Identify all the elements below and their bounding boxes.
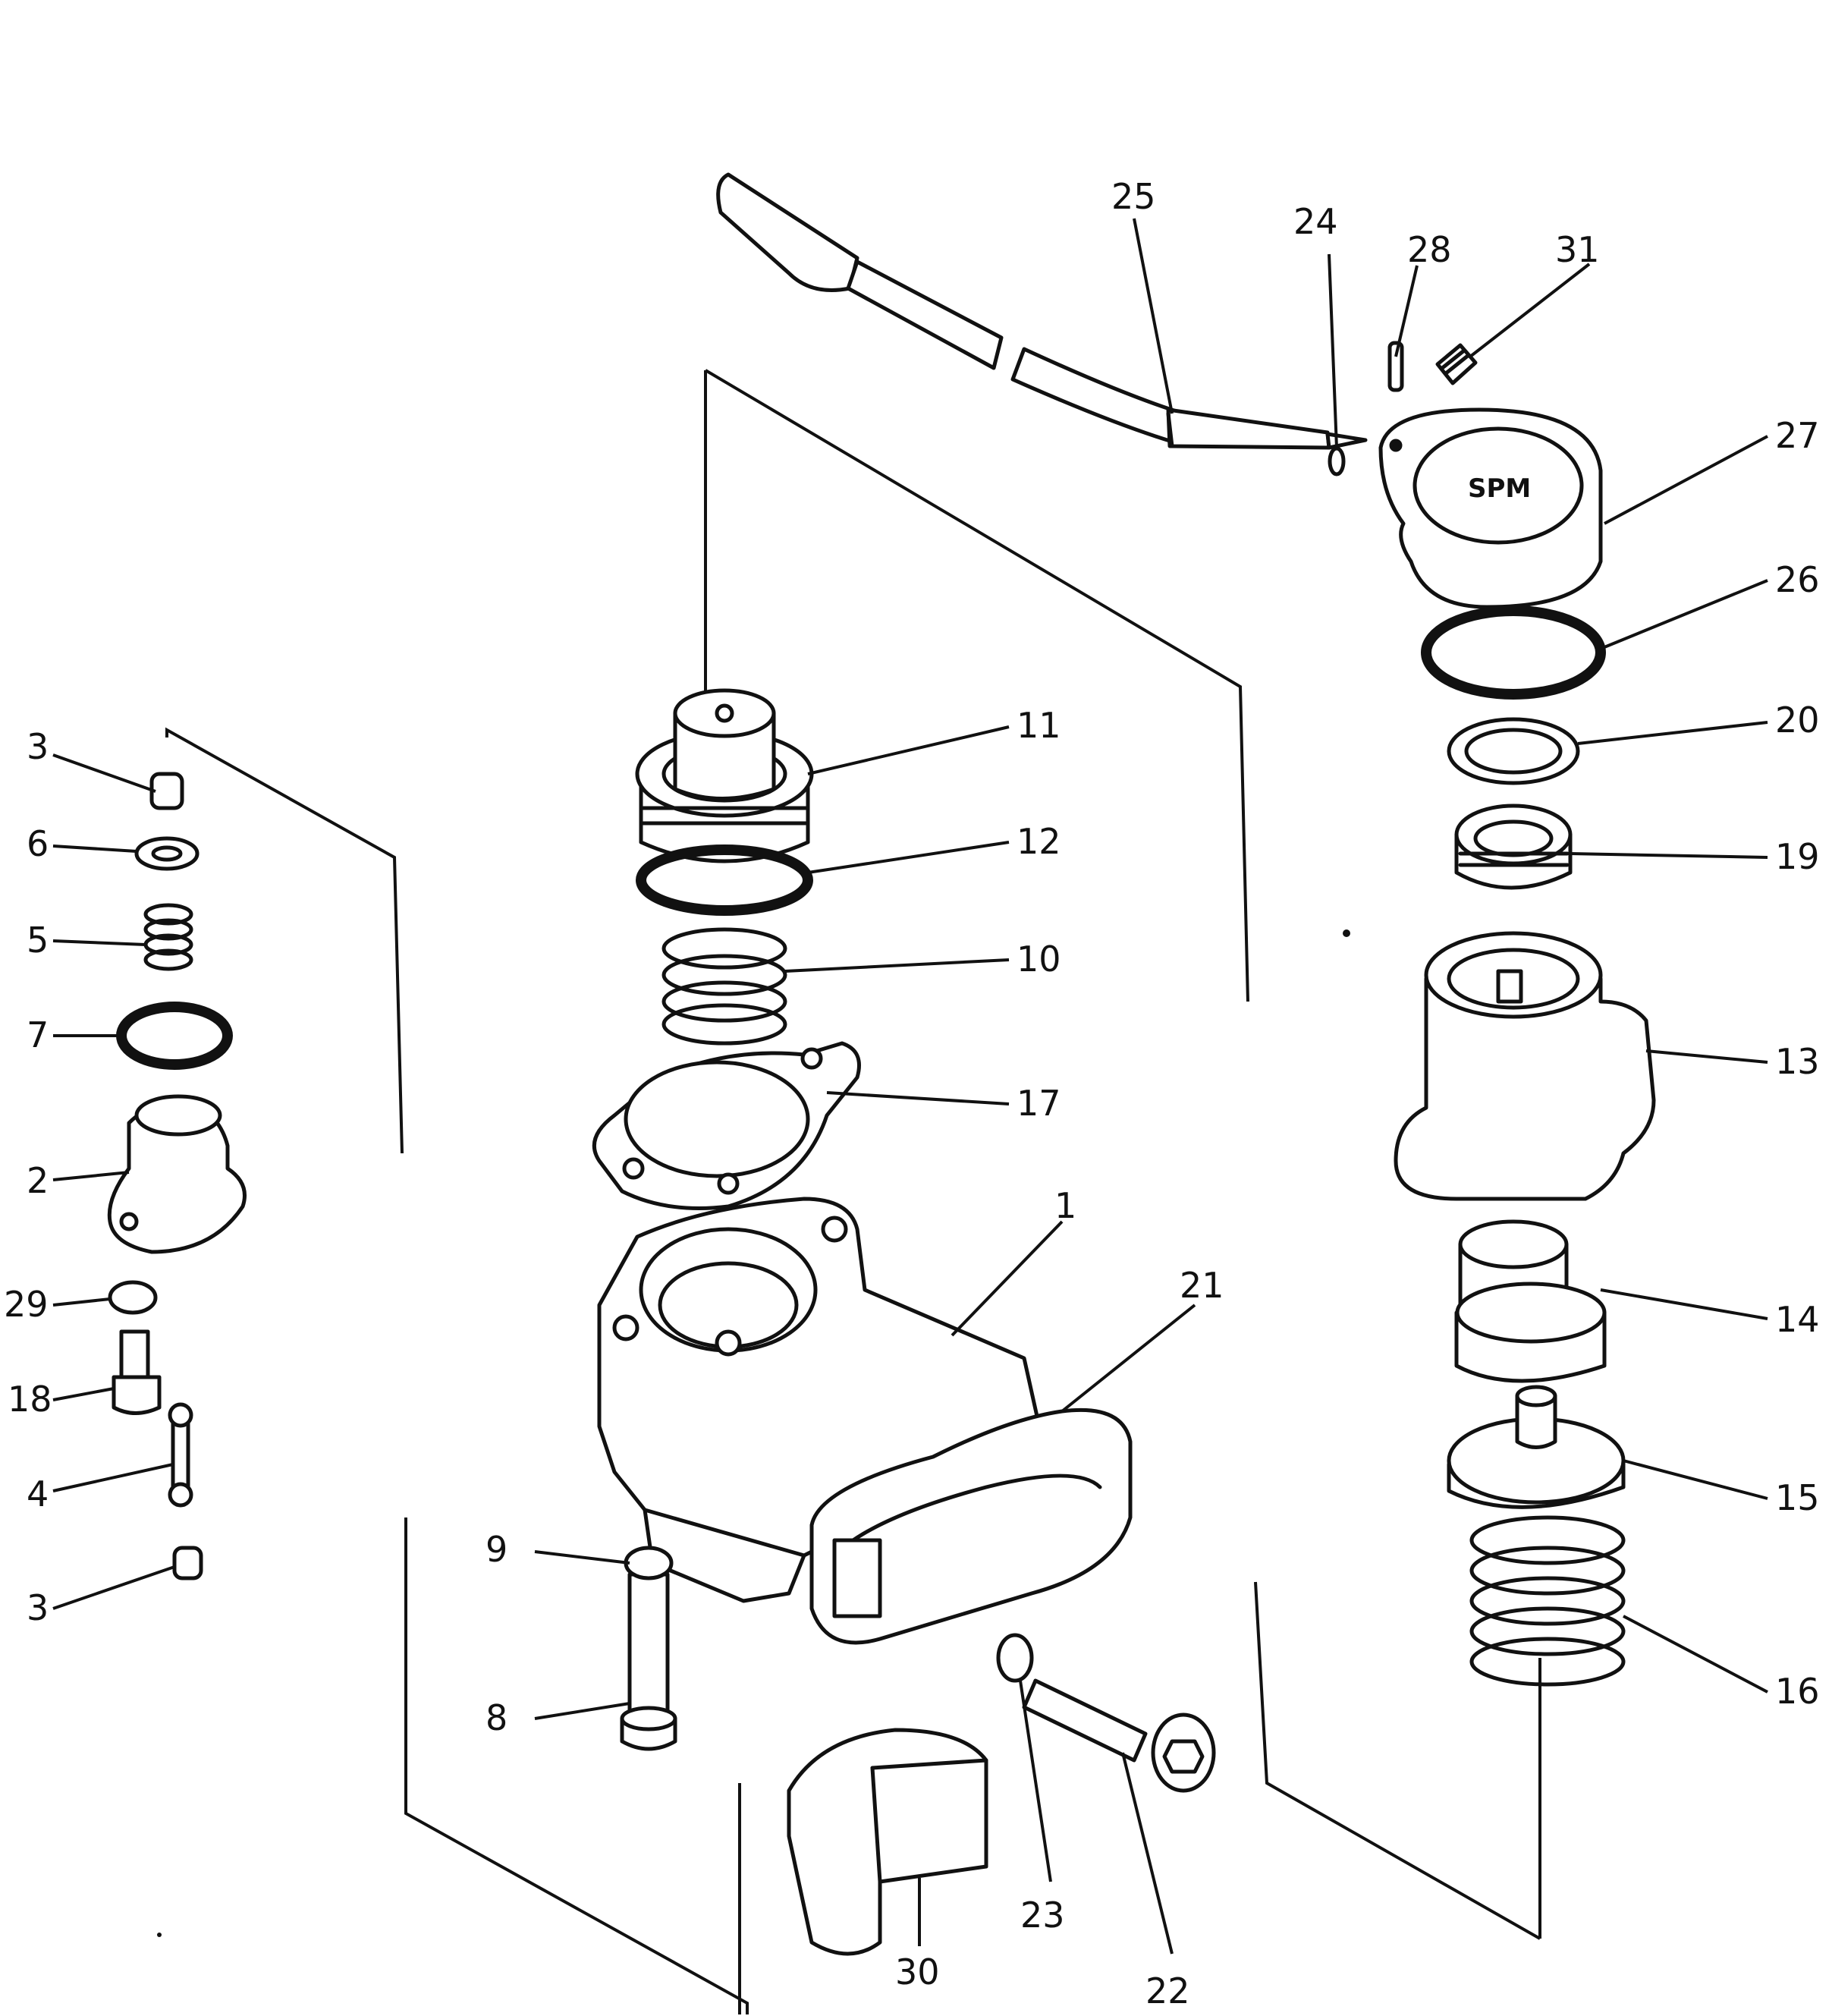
callout-8: 8 xyxy=(485,1697,507,1738)
part-13-housing xyxy=(1394,931,1656,1201)
part-4-pin xyxy=(168,1402,193,1508)
part-14-plunger xyxy=(1454,1219,1607,1383)
leader-lines xyxy=(52,218,1768,1955)
callout-31: 31 xyxy=(1555,229,1600,270)
callout-29: 29 xyxy=(4,1284,49,1325)
callout-3-top: 3 xyxy=(27,726,49,767)
callout-13: 13 xyxy=(1775,1041,1820,1082)
callout-1: 1 xyxy=(1054,1185,1076,1226)
part-3-plug-bottom xyxy=(172,1546,203,1580)
part-20-washer xyxy=(1447,717,1580,785)
callout-22: 22 xyxy=(1145,1970,1190,2011)
part-22-cap-screw xyxy=(1022,1678,1216,1793)
callout-11: 11 xyxy=(1017,705,1061,746)
part-23-washer xyxy=(996,1633,1034,1683)
callout-26: 26 xyxy=(1775,559,1820,600)
callout-4: 4 xyxy=(27,1473,49,1514)
callout-12: 12 xyxy=(1017,821,1061,862)
part-16-spring xyxy=(1469,1515,1626,1687)
callout-3-bottom: 3 xyxy=(27,1587,49,1628)
part-2-cap xyxy=(107,1094,247,1254)
part-5-spring xyxy=(143,903,193,971)
part-27-cover: SPM xyxy=(1378,407,1603,609)
part-11-piston xyxy=(635,688,814,863)
part-9-snap-ring xyxy=(624,1546,674,1580)
part-31-set-screw xyxy=(1435,343,1478,385)
callout-21: 21 xyxy=(1180,1265,1224,1306)
callout-9: 9 xyxy=(485,1529,507,1570)
callout-19: 19 xyxy=(1775,836,1820,877)
part-1-body xyxy=(597,1197,1042,1603)
part-28-pin xyxy=(1387,341,1404,392)
callout-23: 23 xyxy=(1020,1895,1065,1936)
callout-30: 30 xyxy=(895,1952,940,1992)
callout-16: 16 xyxy=(1775,1671,1820,1712)
part-18-screw xyxy=(112,1329,162,1415)
part-30-block xyxy=(787,1728,988,1956)
assembly-frame-lines xyxy=(165,369,1541,2014)
callout-24: 24 xyxy=(1293,201,1338,242)
part-25-lever xyxy=(716,172,1368,450)
callout-18: 18 xyxy=(8,1379,52,1420)
ink-speck xyxy=(1343,929,1350,937)
part-29-snap-ring xyxy=(108,1280,158,1315)
callout-7: 7 xyxy=(27,1014,49,1055)
callout-2: 2 xyxy=(27,1160,49,1201)
svg-text:SPM: SPM xyxy=(1468,473,1531,504)
part-21-yoke xyxy=(809,1407,1133,1645)
callout-17: 17 xyxy=(1017,1083,1061,1124)
part-24-o-ring xyxy=(1328,446,1346,476)
callout-20: 20 xyxy=(1775,700,1820,741)
callout-25: 25 xyxy=(1111,176,1156,217)
callout-27: 27 xyxy=(1775,415,1820,456)
part-19-nut xyxy=(1454,804,1573,890)
ink-speck xyxy=(157,1933,162,1937)
callout-labels: 25 24 28 31 27 26 20 19 13 14 15 16 11 1… xyxy=(4,176,1820,2011)
callout-10: 10 xyxy=(1017,939,1061,980)
part-6-seat xyxy=(134,836,200,871)
part-7-o-ring xyxy=(116,1002,233,1070)
callout-5: 5 xyxy=(27,920,49,961)
part-26-o-ring xyxy=(1421,605,1606,700)
part-10-spring xyxy=(661,927,787,1046)
callout-14: 14 xyxy=(1775,1299,1820,1340)
callout-6: 6 xyxy=(27,823,49,864)
part-15-seat xyxy=(1447,1385,1626,1509)
part-8-bolt xyxy=(620,1572,677,1751)
part-3-plug-top xyxy=(149,772,184,810)
callout-15: 15 xyxy=(1775,1477,1820,1518)
callout-28: 28 xyxy=(1407,229,1452,270)
part-12-o-ring xyxy=(636,844,813,916)
part-17-gasket xyxy=(592,1041,861,1210)
